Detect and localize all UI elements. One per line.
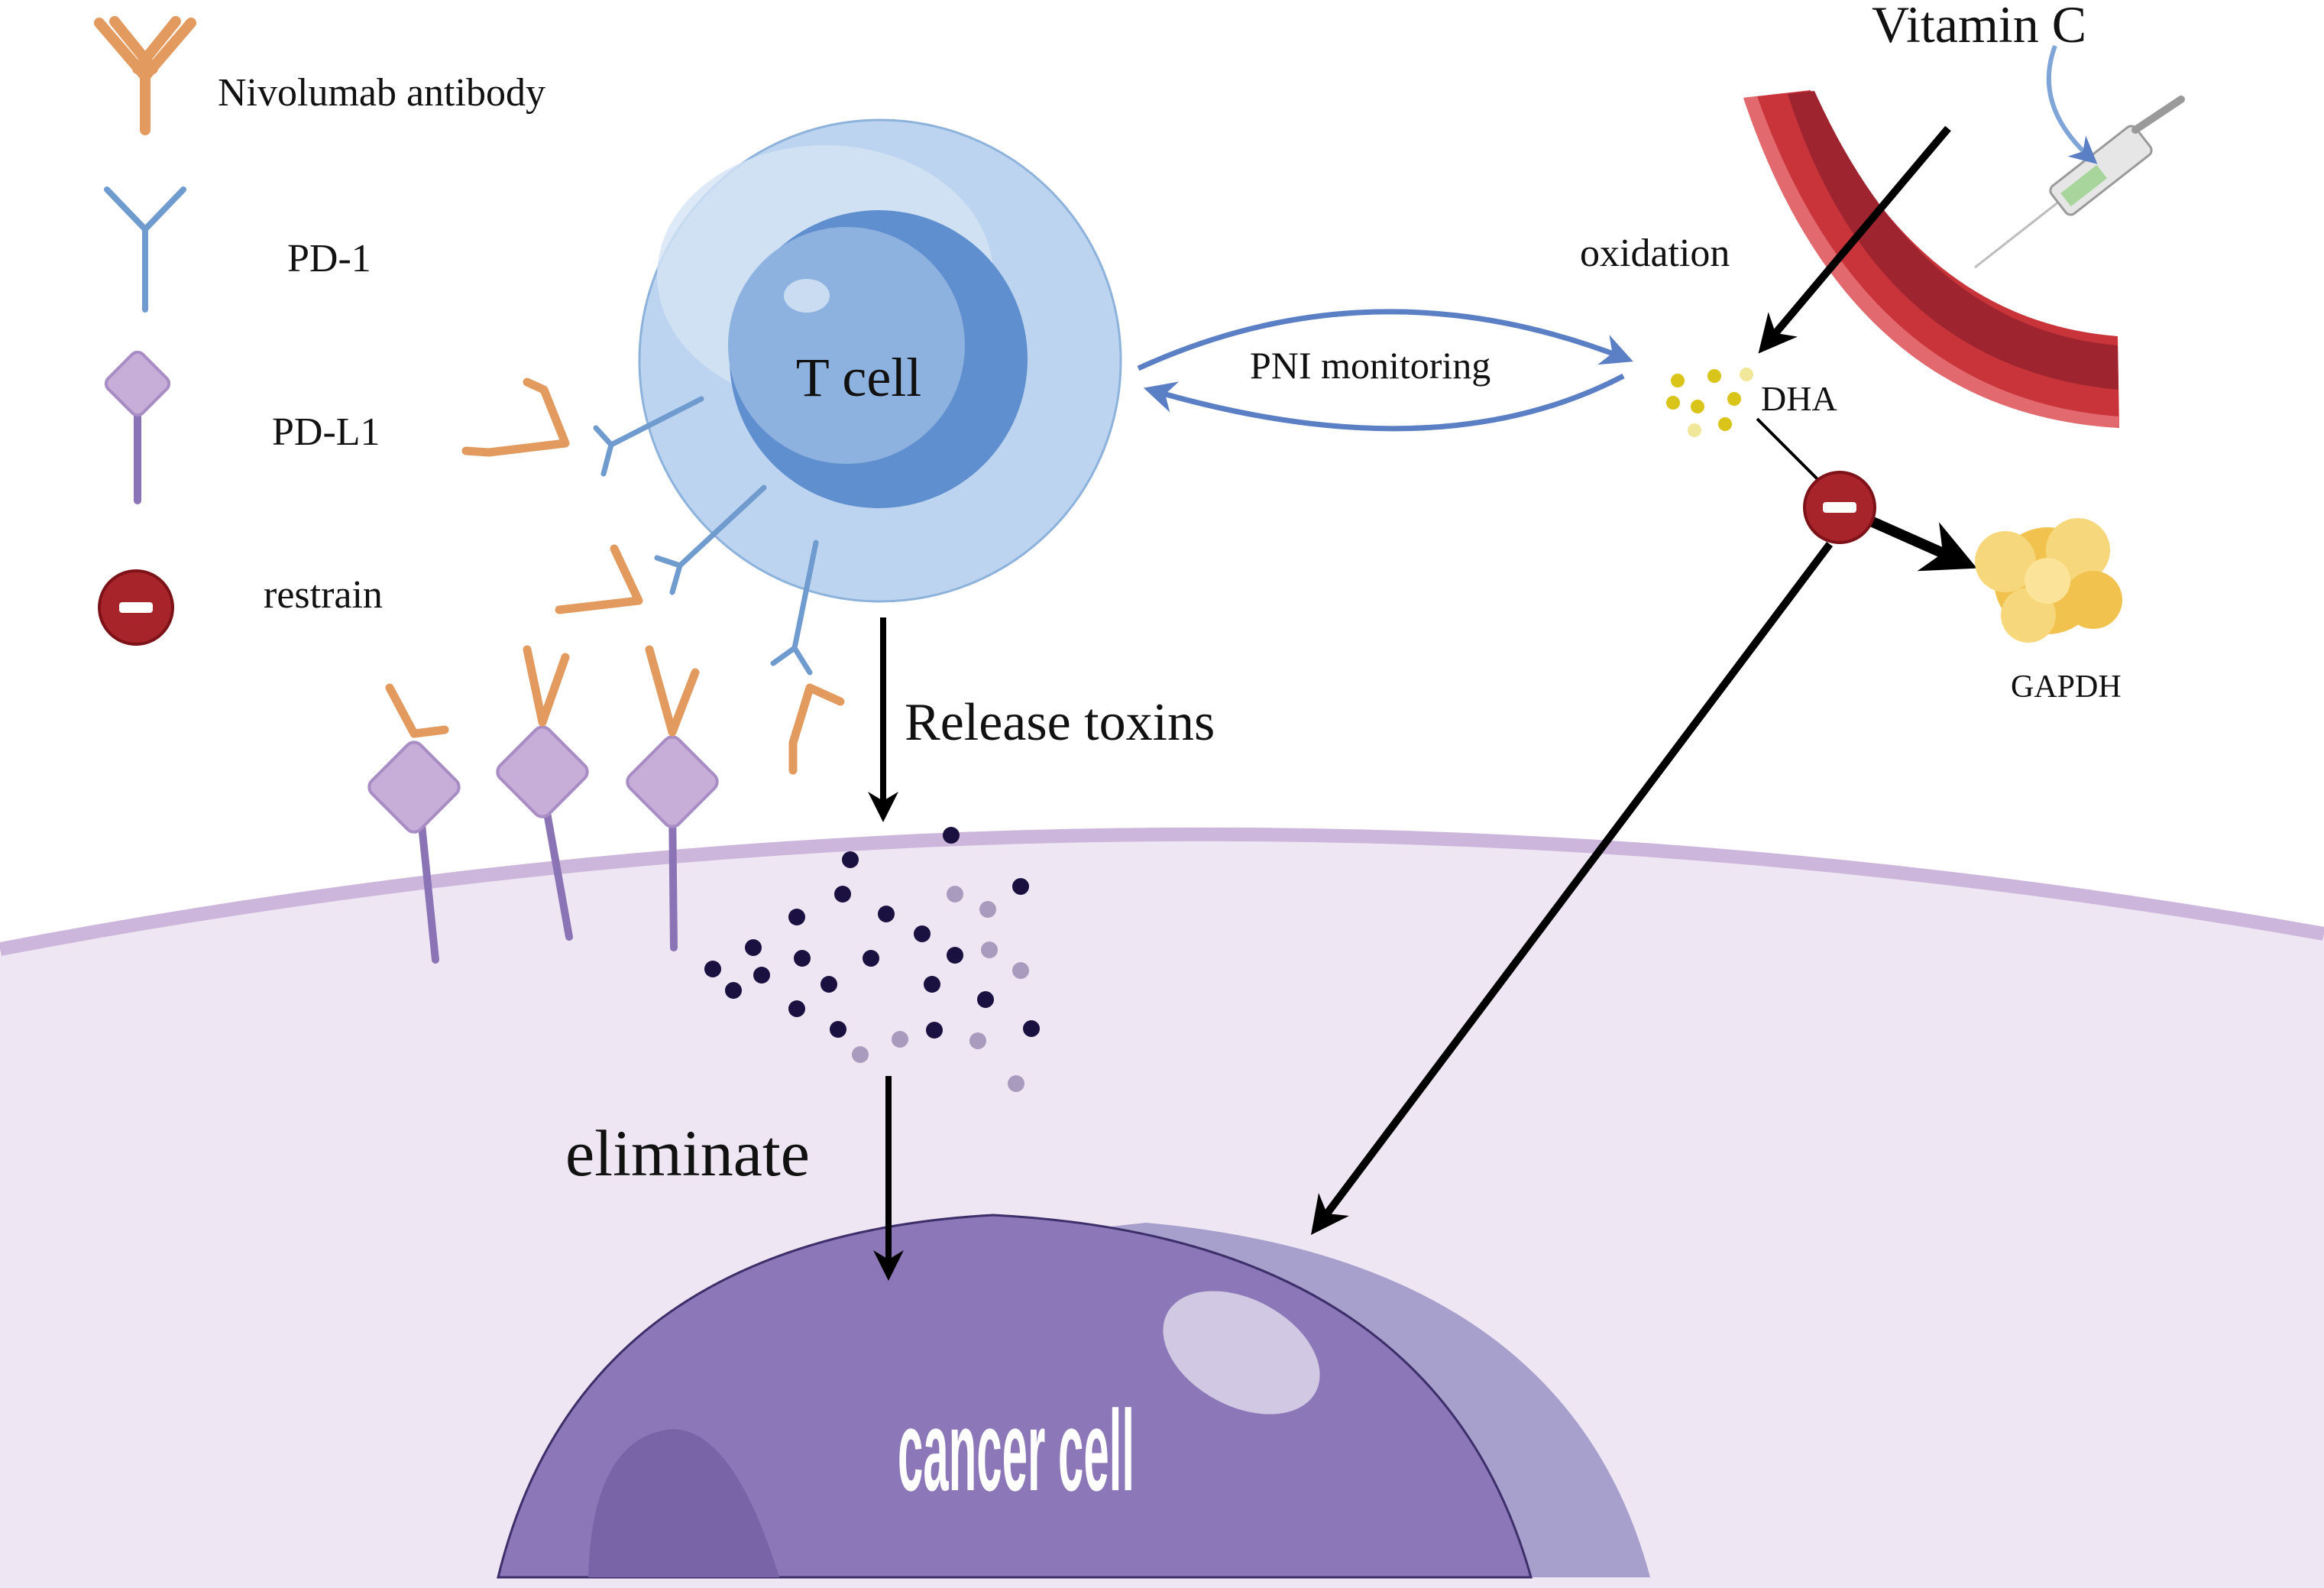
cancer-cell-label: cancer cell <box>898 1386 1134 1515</box>
gapdh-protein-icon <box>1975 518 2122 643</box>
bound-antibodies <box>461 378 845 775</box>
cancer-cell-nucleus: cancer cell <box>497 1214 1650 1579</box>
t-cell: T cell <box>638 118 1122 603</box>
oxidation-label: oxidation <box>1580 232 1730 275</box>
legend-label: PD-L1 <box>272 410 380 454</box>
legend-item: Nivolumab antibody <box>94 16 545 135</box>
pdl1-ligand <box>626 645 719 951</box>
pni-arrow-to-dha <box>1137 309 1633 371</box>
restrain-icon <box>98 569 174 646</box>
pdl1-ligand <box>367 683 461 964</box>
legend-item: PD-L1 <box>104 350 380 504</box>
restrain-icon <box>1803 471 1876 544</box>
legend: Nivolumab antibody PD-1 PD-L1 restrain <box>94 16 545 646</box>
oxidation-arrow <box>1758 125 1951 354</box>
restrain-to-gapdh-arrow <box>1862 513 1977 572</box>
legend-label: Nivolumab antibody <box>218 71 545 115</box>
legend-item: PD-1 <box>104 186 371 313</box>
t-cell-label: T cell <box>796 347 922 408</box>
injection-arrow <box>2046 44 2098 164</box>
legend-label: restrain <box>264 573 383 617</box>
release-toxins-label: Release toxins <box>905 693 1215 752</box>
toxin-particles <box>704 827 1040 1092</box>
cancer-cell-membrane <box>0 827 2324 956</box>
dha-label: DHA <box>1761 379 1837 418</box>
pni-arrow-to-t-cell <box>1143 373 1625 432</box>
pdl1-ligand-icon <box>104 350 171 504</box>
legend-item: restrain <box>98 569 383 646</box>
syringe-icon <box>1974 96 2185 269</box>
restrain-to-cancer-cell-arrow <box>1310 541 1833 1235</box>
eliminate-label: eliminate <box>565 1116 810 1190</box>
pd1-receptors <box>593 396 819 676</box>
pdl1-ligand <box>496 645 589 941</box>
dha-particles <box>1666 368 1753 437</box>
blood-vessel <box>1743 90 2119 428</box>
pni-monitoring-label: PNI monitoring <box>1250 344 1491 387</box>
pd1-receptor-icon <box>104 186 186 313</box>
gapdh-label: GAPDH <box>2011 669 2122 705</box>
dha-to-restrain-line <box>1756 417 1820 481</box>
vitamin-c-label: Vitamin C <box>1872 0 2086 53</box>
antibody-icon <box>94 16 196 135</box>
legend-label: PD-1 <box>287 237 371 280</box>
